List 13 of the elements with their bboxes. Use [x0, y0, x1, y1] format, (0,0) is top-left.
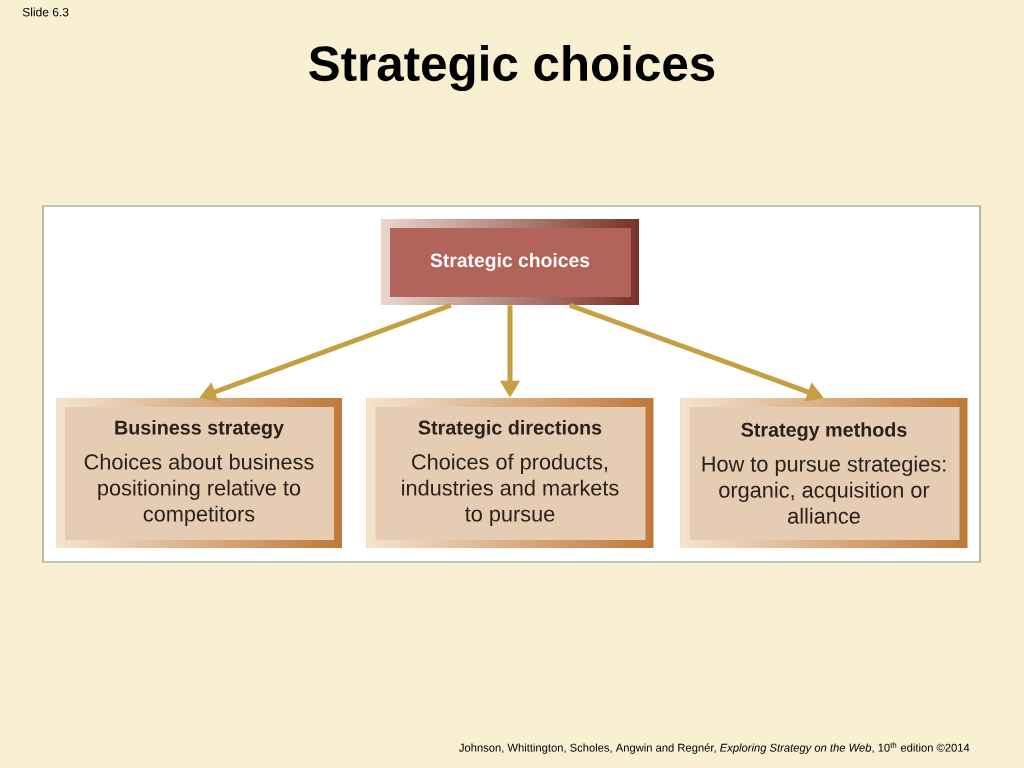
box-text: Choices of products, industries and markets to pursue [402, 453, 619, 526]
box-heading: Strategic directions [418, 420, 602, 439]
slide-number: Slide 6.3 [22, 7, 69, 17]
topic-box [680, 398, 968, 548]
slide-title: Strategic choices [309, 44, 715, 92]
box-heading: Strategy methods [741, 422, 907, 441]
topic-box [56, 398, 342, 548]
box-text: Choices about business positioning relative to competitors [84, 453, 314, 526]
heading-box: Strategic choices [381, 219, 639, 305]
box-heading: Business strategy [115, 420, 284, 439]
topic-box [366, 398, 654, 548]
box-text: How to pursue strategies: organic, acquisition or alliance [702, 455, 946, 524]
source-note: Johnson, Whittington, Scholes, Angwin and Regnér, Exploring Strategy on the Web, 10$^{th}$ edition ©2014 [459, 742, 970, 754]
